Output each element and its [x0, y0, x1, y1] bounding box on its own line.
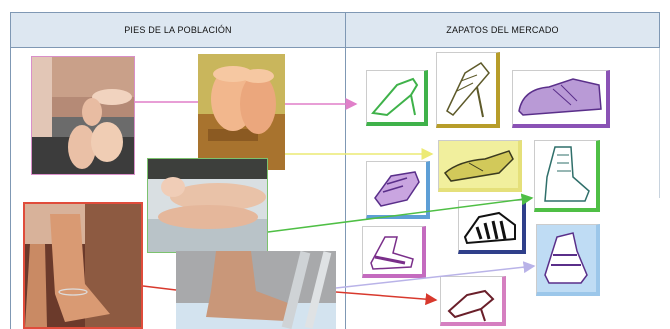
shoe-purple-oxford [512, 70, 610, 128]
feet-photo-1 [31, 56, 135, 175]
header-feet-label: PIES DE LA POBLACIÓN [124, 25, 232, 35]
shoe-blue-wedge [536, 224, 600, 296]
column-divider [345, 48, 346, 329]
feet-photo-5 [176, 251, 336, 329]
feet-photo-4 [23, 202, 143, 329]
shoe-navy-sneaker [458, 200, 526, 254]
column-border-right [659, 48, 660, 198]
shoe-olive-sandal-heel [436, 52, 500, 128]
shoe-teal-boot [534, 140, 600, 212]
arrow-red-1 [143, 286, 176, 290]
shoe-pink-sandal [362, 226, 426, 278]
feet-photo-3 [147, 158, 268, 253]
header-shoes-label: ZAPATOS DEL MERCADO [446, 25, 559, 35]
feet-photo-2 [198, 54, 285, 170]
arrow-red-2 [336, 292, 436, 300]
shoe-blue-sandal [366, 161, 430, 219]
header-shoes: ZAPATOS DEL MERCADO [345, 12, 660, 48]
header-feet: PIES DE LA POBLACIÓN [10, 12, 346, 48]
shoe-green-heel [366, 70, 428, 126]
shoe-yellow-flat [438, 140, 522, 192]
column-border-left [10, 48, 11, 329]
shoe-pink-heel [440, 276, 506, 326]
